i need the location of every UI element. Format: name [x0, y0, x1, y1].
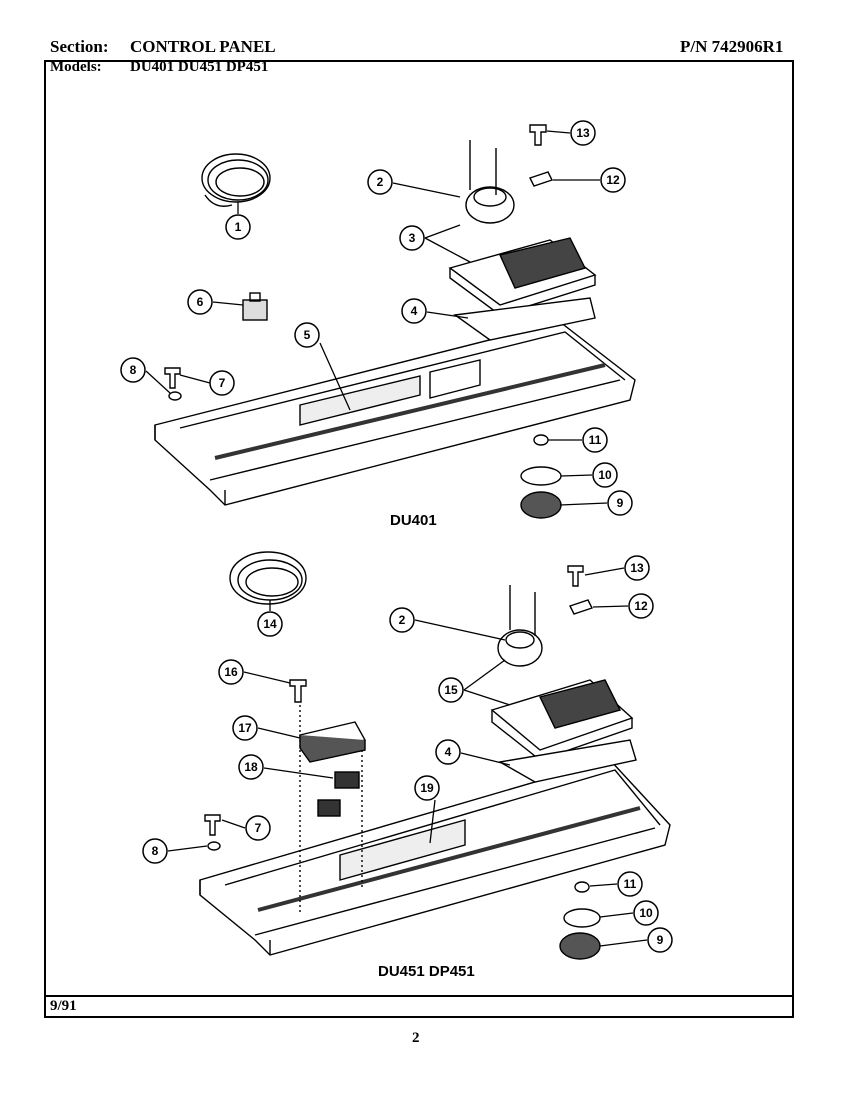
callout-number: 7 — [219, 376, 226, 390]
callout-number: 11 — [624, 877, 637, 891]
page-number: 2 — [412, 1030, 420, 1046]
callout-number: 8 — [152, 844, 159, 858]
callout-8 — [120, 357, 146, 383]
footer-divider — [44, 995, 794, 997]
callout-4 — [435, 739, 461, 765]
callout-14 — [257, 611, 283, 637]
callout-number: 9 — [617, 496, 624, 510]
callout-number: 2 — [377, 175, 384, 189]
callout-number: 9 — [657, 933, 664, 947]
callout-number: 10 — [639, 906, 653, 920]
callout-number: 18 — [244, 760, 258, 774]
screw-icon — [529, 124, 547, 146]
part-number: P/N 742906R1 — [680, 37, 784, 56]
callout-number: 19 — [420, 781, 434, 795]
knob-icon — [520, 434, 562, 519]
callout-number: 16 — [224, 665, 238, 679]
callout-number: 7 — [255, 821, 262, 835]
callout-2 — [367, 169, 393, 195]
callout-10 — [633, 900, 659, 926]
diagram-label-bottom: DU451 DP451 — [378, 963, 475, 980]
models-label: Models: — [50, 59, 102, 75]
callout-9 — [607, 490, 633, 516]
models-list: DU401 DU451 DP451 — [130, 59, 269, 75]
revision-date: 9/91 — [50, 998, 77, 1014]
callout-18 — [238, 754, 264, 780]
callout-16 — [218, 659, 244, 685]
connector-icon — [334, 771, 360, 789]
callout-number: 6 — [197, 295, 204, 309]
callout-number: 15 — [444, 683, 458, 697]
callout-number: 12 — [606, 173, 620, 187]
diagram-label-top: DU401 — [390, 512, 437, 529]
section-title: CONTROL PANEL — [130, 37, 276, 56]
switch-icon — [242, 292, 268, 321]
clip-icon — [569, 599, 593, 615]
callout-number: 5 — [304, 328, 311, 342]
callout-11 — [617, 871, 643, 897]
control-panel-housing — [154, 321, 636, 506]
leader-lines — [145, 130, 648, 947]
callout-number: 10 — [598, 468, 612, 482]
callout-5 — [294, 322, 320, 348]
callout-13 — [570, 120, 596, 146]
callout-2 — [389, 607, 415, 633]
callout-number: 13 — [576, 126, 590, 140]
callout-number: 13 — [630, 561, 644, 575]
callout-number: 4 — [411, 304, 418, 318]
callout-12 — [628, 593, 654, 619]
callout-number: 2 — [399, 613, 406, 627]
relay-icon — [298, 721, 367, 763]
callout-number: 12 — [634, 599, 648, 613]
timer-cover-icon — [453, 297, 596, 341]
callout-15 — [438, 677, 464, 703]
callout-7 — [245, 815, 271, 841]
callout-number: 3 — [409, 231, 416, 245]
callout-12 — [600, 167, 626, 193]
callout-1 — [225, 214, 251, 240]
callout-4 — [401, 298, 427, 324]
callout-number: 17 — [238, 721, 252, 735]
callout-number: 8 — [130, 363, 137, 377]
timer-cover-icon — [497, 739, 637, 783]
callout-11 — [582, 427, 608, 453]
callout-10 — [592, 462, 618, 488]
callout-8 — [142, 838, 168, 864]
timer-assembly-icon — [448, 140, 597, 316]
wire-harness-icon — [229, 551, 307, 605]
callout-number: 14 — [263, 617, 277, 631]
callout-7 — [209, 370, 235, 396]
callout-number: 1 — [235, 220, 242, 234]
clip-icon — [529, 171, 553, 187]
callout-13 — [624, 555, 650, 581]
callout-3 — [399, 225, 425, 251]
callout-number: 11 — [589, 433, 602, 447]
callout-number: 4 — [445, 745, 452, 759]
knob-icon — [559, 881, 601, 960]
callout-6 — [187, 289, 213, 315]
screw-icon — [567, 565, 584, 587]
timer-assembly-icon — [490, 585, 634, 761]
section-label: Section: — [50, 37, 109, 56]
callout-19 — [414, 775, 440, 801]
callout-17 — [232, 715, 258, 741]
wire-harness-icon — [201, 153, 271, 207]
callout-9 — [647, 927, 673, 953]
diagram-frame — [44, 60, 794, 1018]
connector-icon — [317, 799, 341, 817]
control-panel-housing — [199, 695, 671, 956]
